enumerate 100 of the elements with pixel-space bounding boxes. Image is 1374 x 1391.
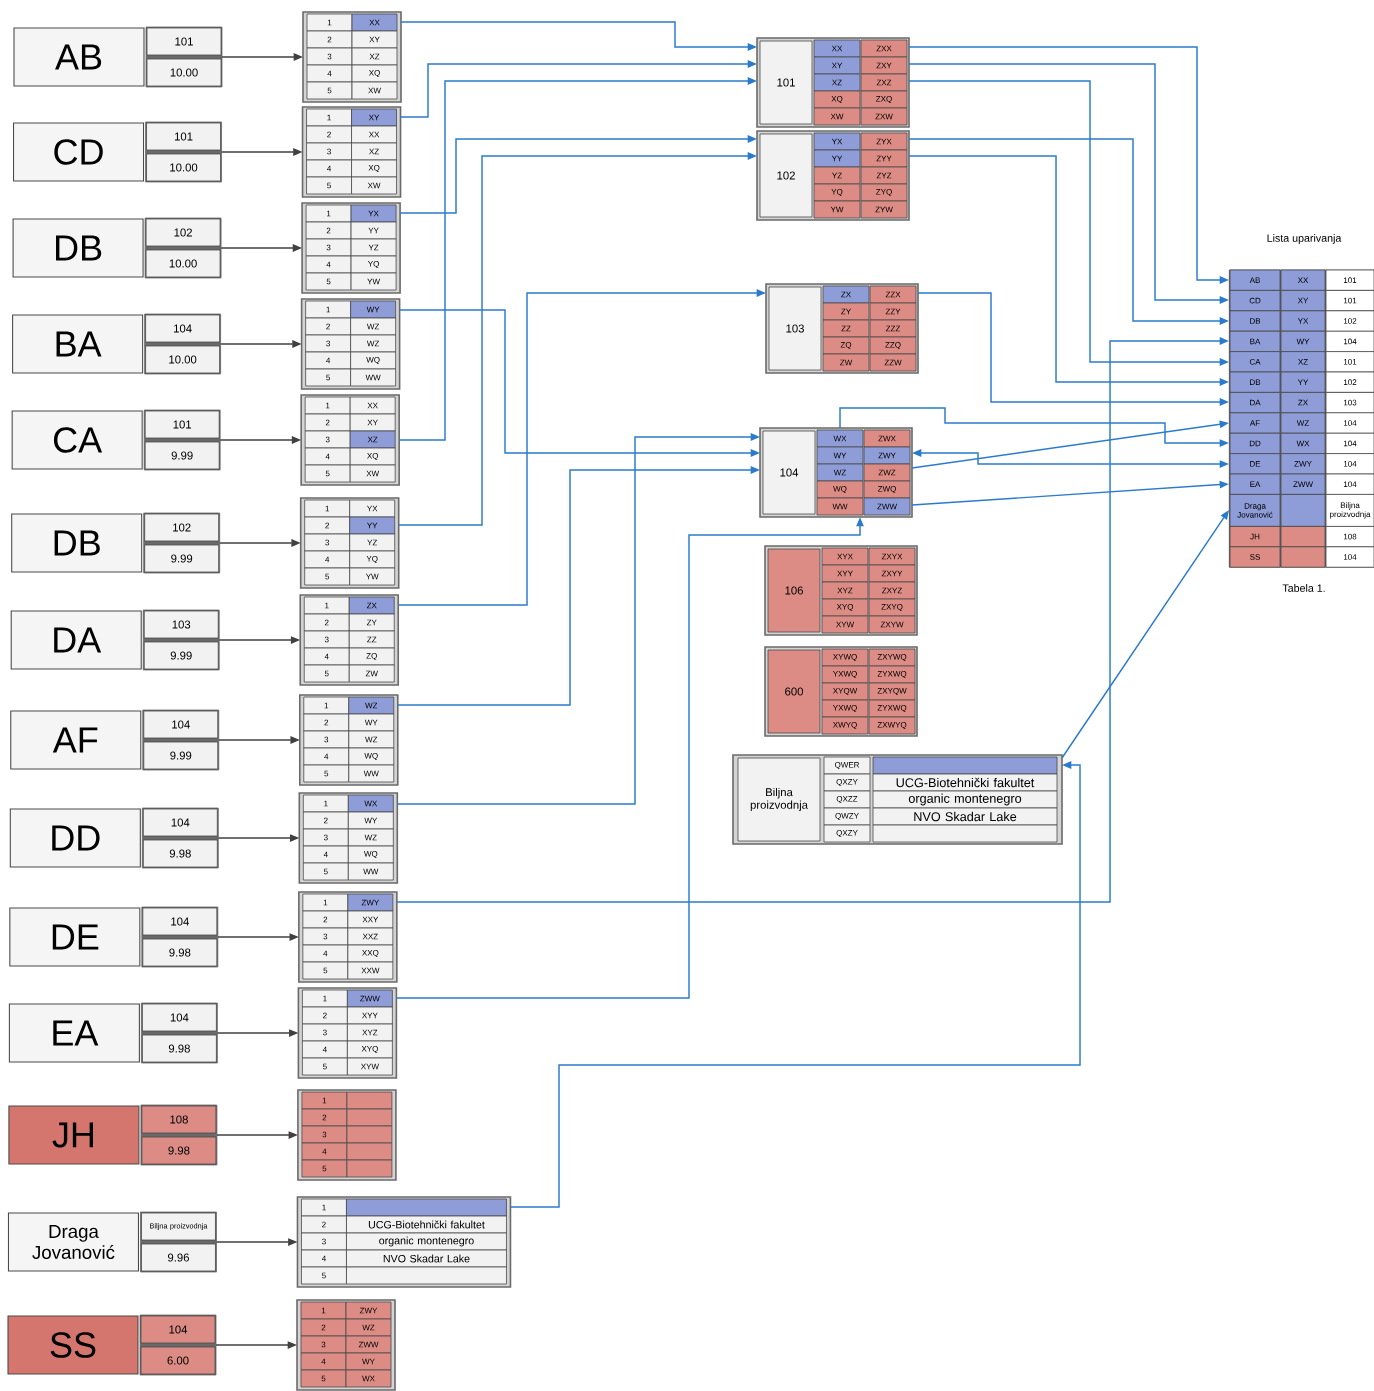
table-cell: YW <box>813 200 861 219</box>
table-cell: XW <box>351 176 397 195</box>
table-cell: XXW <box>347 961 394 980</box>
name-box: Draga Jovanović <box>7 1212 139 1272</box>
value-cell: 104 <box>143 710 219 739</box>
table-cell: XZ <box>351 142 397 161</box>
table-cell: ZWW <box>863 497 911 516</box>
value-cell: 104 <box>142 1003 217 1032</box>
table-cell: DB <box>1229 371 1281 393</box>
table-cell: XW <box>349 464 396 483</box>
table-cell: 5 <box>300 1369 347 1388</box>
name-box: AB <box>13 27 145 87</box>
name-box: DB <box>12 218 144 278</box>
value-cell: 6.00 <box>140 1346 216 1375</box>
table-cell: Biljna proizvodnja <box>1325 494 1374 527</box>
table-cell: WW <box>350 368 396 387</box>
table-cell: WW <box>348 764 395 783</box>
table-cell: 104 <box>1325 330 1374 352</box>
table-title: Lista uparivanja <box>1267 234 1342 244</box>
table-cell: 5 <box>302 1057 348 1076</box>
arrow <box>1061 510 1229 759</box>
table-cell: 3 <box>306 142 352 161</box>
table-cell: ZXYW <box>868 615 916 634</box>
table-cell: ZWW <box>1280 473 1326 495</box>
arrow <box>509 761 1081 1208</box>
table-cell: 103 <box>1325 392 1374 414</box>
value-cell: 9.99 <box>143 741 219 770</box>
table-cell: SS <box>1229 546 1281 568</box>
table-cell: XX <box>1280 269 1326 291</box>
table-cell: 2 <box>306 30 353 49</box>
table-cell: 5 <box>303 664 350 683</box>
table-cell: 5 <box>305 272 352 291</box>
table-cell: WW <box>347 862 394 881</box>
table-cell: AF <box>1229 412 1281 434</box>
table-cell: DD <box>1229 432 1281 454</box>
name-box: SS <box>7 1315 139 1375</box>
name-box: AF <box>10 710 142 770</box>
name-box: EA <box>8 1003 140 1063</box>
table-cell: ZZY <box>869 302 917 321</box>
value-cell: 10.00 <box>145 345 220 374</box>
table-cell: XY <box>351 108 397 127</box>
table-cell: 106 <box>767 548 821 633</box>
table-caption: Tabela 1. <box>1282 584 1325 592</box>
table-cell: 101 <box>1325 351 1374 373</box>
table-cell: ZZW <box>869 353 917 372</box>
value-cell: 104 <box>142 808 218 837</box>
table-cell: YW <box>349 567 396 586</box>
value-cell: 9.98 <box>142 1034 217 1063</box>
table-cell: 104 <box>762 430 816 515</box>
table-cell: ZX <box>1280 392 1326 414</box>
table-cell: 5 <box>306 176 352 195</box>
table-cell: XY <box>813 56 861 75</box>
table-cell: 102 <box>759 133 813 218</box>
table-cell: 108 <box>1325 526 1374 548</box>
table-cell: AB <box>1229 269 1281 291</box>
name-box: DE <box>9 907 141 967</box>
table-cell: ZXWYQ <box>868 716 916 735</box>
table-cell: XQ <box>351 64 398 83</box>
table-cell: 5 <box>301 1266 347 1285</box>
table-cell: 5 <box>302 862 349 881</box>
table-cell: BA <box>1229 330 1281 352</box>
table-cell: DE <box>1229 453 1281 475</box>
table-cell: QXZY <box>823 824 871 843</box>
table-cell: WZ <box>1280 412 1326 434</box>
table-cell: 104 <box>1325 453 1374 475</box>
table-cell: XW <box>351 81 398 100</box>
table-cell: 1 <box>306 108 352 127</box>
table-cell: 600 <box>767 649 821 734</box>
value-cell: 104 <box>142 907 218 936</box>
table-cell: WX <box>1280 432 1326 454</box>
value-cell: 9.99 <box>144 544 220 573</box>
table-cell: 5 <box>305 368 351 387</box>
value-cell: 101 <box>146 122 221 151</box>
table-cell: ZXW <box>860 107 908 126</box>
value-cell: 9.98 <box>142 839 218 868</box>
table-cell: XQ <box>813 90 861 109</box>
table-cell: 5 <box>303 764 350 783</box>
name-box: CA <box>11 410 143 470</box>
table-cell: 5 <box>304 464 351 483</box>
table-cell: 101 <box>759 40 813 125</box>
name-box: DD <box>9 808 141 868</box>
table-cell: WX <box>345 1369 392 1388</box>
table-cell: YX <box>1280 310 1326 332</box>
table-cell: YY <box>1280 371 1326 393</box>
table-cell: ZYX <box>860 132 908 151</box>
value-cell: 10.00 <box>146 58 222 87</box>
value-cell: 102 <box>144 513 220 542</box>
value-cell: 101 <box>146 27 222 56</box>
table-cell: EA <box>1229 473 1281 495</box>
table-cell: 104 <box>1325 546 1374 568</box>
table-cell: ZYW <box>860 200 908 219</box>
table-cell: XZ <box>1280 351 1326 373</box>
value-cell: 9.98 <box>142 938 218 967</box>
table-cell: XY <box>351 30 398 49</box>
name-box: DA <box>10 610 142 670</box>
value-cell: 10.00 <box>146 153 221 182</box>
table-cell: 101 <box>1325 290 1374 312</box>
table-cell: 5 <box>301 1159 348 1178</box>
name-box: JH <box>8 1105 140 1165</box>
table-cell: 4 <box>306 64 353 83</box>
